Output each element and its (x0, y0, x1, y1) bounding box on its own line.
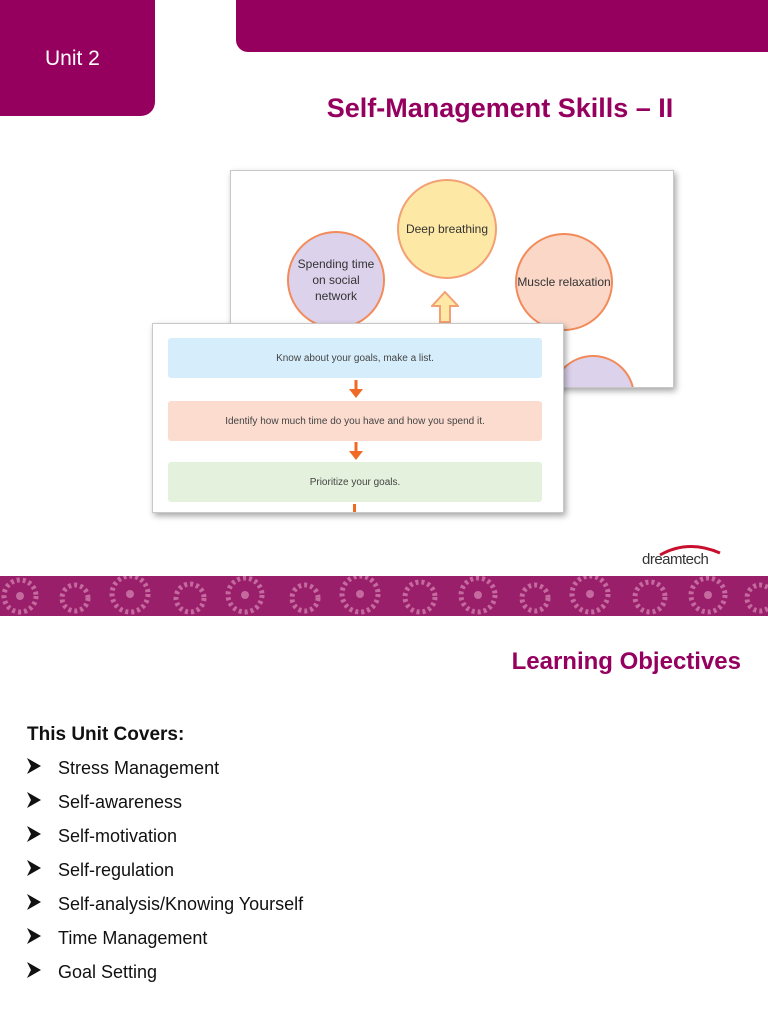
list-item: Self-motivation (27, 826, 303, 860)
arrow-bullet-icon (27, 928, 58, 949)
circle-muscle-relaxation: Muscle relaxation (515, 233, 613, 331)
flow-step-label: Know about your goals, make a list. (276, 352, 434, 364)
circle-label: Deep breathing (405, 221, 489, 236)
gear-pattern-band (0, 573, 768, 616)
unit-label: Unit 2 (45, 47, 100, 70)
circle-label: Muscle relaxation (517, 274, 611, 289)
arrow-bullet-icon (27, 860, 58, 881)
arrow-bullet-icon (27, 826, 58, 847)
flow-step-label: Prioritize your goals. (309, 476, 401, 488)
down-arrow-icon (349, 442, 363, 460)
logo-text: dreamtech (642, 551, 709, 568)
arrow-bullet-icon (27, 758, 58, 779)
dreamtech-logo: dreamtech (640, 543, 730, 573)
flow-step-label: Identify how much time do you have and h… (225, 415, 485, 427)
goal-flow-image: Know about your goals, make a list. Iden… (152, 323, 564, 513)
top-banner-bar (236, 0, 768, 52)
circle-social-network: Spending time on social network (287, 231, 385, 329)
objective-text: Self-awareness (58, 792, 183, 812)
list-item: Goal Setting (27, 962, 303, 996)
arrow-bullet-icon (27, 894, 58, 915)
objective-text: Self-motivation (58, 826, 178, 846)
unit-tab: Unit 2 (0, 0, 155, 116)
list-item: Stress Management (27, 758, 303, 792)
objectives-list: Stress Management Self-awareness Self-mo… (27, 758, 303, 996)
objective-text: Self-analysis/Knowing Yourself (58, 894, 304, 914)
down-arrow-icon (349, 380, 363, 398)
objective-text: Stress Management (58, 758, 220, 778)
objective-text: Goal Setting (58, 962, 158, 982)
objective-text: Time Management (58, 928, 208, 948)
circle-label: Spending time on social network (297, 256, 375, 304)
up-arrow-icon (431, 291, 459, 323)
list-item: Self-analysis/Knowing Yourself (27, 894, 303, 928)
flow-step: Know about your goals, make a list. (168, 338, 542, 378)
flow-connector (353, 504, 356, 512)
list-item: Self-regulation (27, 860, 303, 894)
logo-swoosh-icon (659, 544, 721, 557)
circle-deep-breathing: Deep breathing (397, 179, 497, 279)
arrow-bullet-icon (27, 962, 58, 983)
flow-step: Prioritize your goals. (168, 462, 542, 502)
list-item: Self-awareness (27, 792, 303, 826)
learning-objectives-title: Learning Objectives (511, 648, 741, 675)
gear-pattern-icon (1, 573, 768, 615)
arrow-bullet-icon (27, 792, 58, 813)
objective-text: Self-regulation (58, 860, 175, 880)
unit-covers-heading: This Unit Covers: (27, 724, 185, 745)
flow-step: Identify how much time do you have and h… (168, 401, 542, 441)
slide-title: Self-Management Skills – II (326, 93, 674, 123)
list-item: Time Management (27, 928, 303, 962)
